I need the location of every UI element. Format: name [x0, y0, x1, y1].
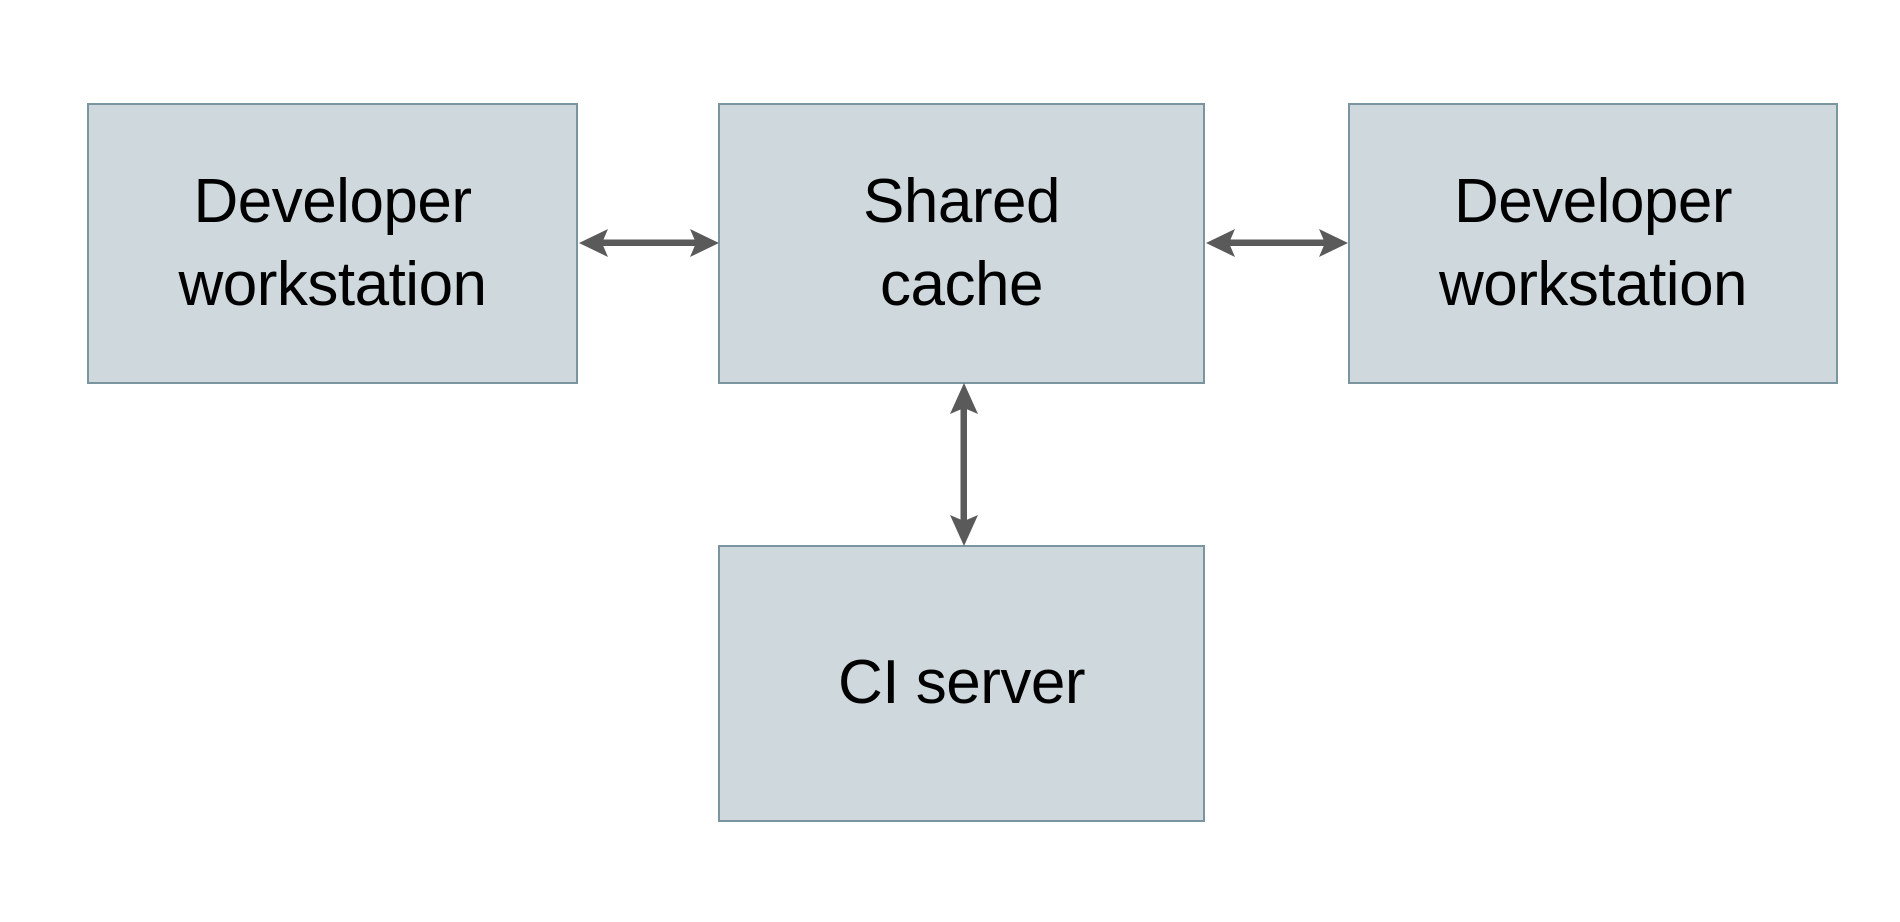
- node-shared-cache[interactable]: Shared cache: [718, 103, 1205, 384]
- connector-shared-cache-to-right-workstation[interactable]: [1205, 205, 1349, 281]
- node-developer-workstation-left[interactable]: Developer workstation: [87, 103, 578, 384]
- node-label-shared-cache: Shared cache: [863, 167, 1060, 319]
- connector-shared-cache-to-ci-server[interactable]: [926, 382, 1002, 547]
- connector-left-workstation-to-shared-cache[interactable]: [578, 205, 720, 281]
- node-ci-server[interactable]: CI server: [718, 545, 1205, 822]
- double-arrow-vertical-icon: [950, 383, 978, 546]
- node-label-ci-server: CI server: [838, 648, 1085, 718]
- node-developer-workstation-right[interactable]: Developer workstation: [1348, 103, 1838, 384]
- double-arrow-horizontal-icon: [1206, 229, 1348, 257]
- double-arrow-horizontal-icon: [579, 229, 719, 257]
- node-label-developer-workstation-left: Developer workstation: [178, 167, 487, 319]
- node-label-developer-workstation-right: Developer workstation: [1438, 167, 1748, 319]
